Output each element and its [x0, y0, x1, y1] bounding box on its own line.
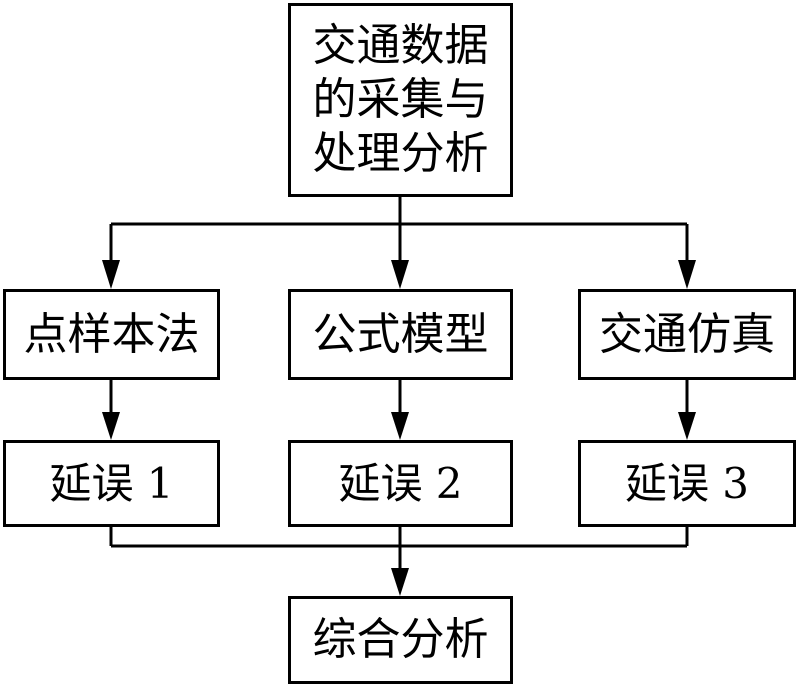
formula-model-box: 公式模型	[288, 289, 513, 380]
point-sample-method-label: 点样本法	[23, 308, 200, 360]
arrowhead-middle-delay	[391, 412, 409, 440]
arrowhead-right-delay	[678, 412, 696, 440]
delay-1-box: 延误 1	[3, 440, 220, 527]
data-collection-label: 交通数据 的采集与 处理分析	[312, 20, 489, 179]
delay-2-box: 延误 2	[288, 440, 513, 527]
traffic-simulation-label: 交通仿真	[599, 308, 775, 360]
point-sample-method-box: 点样本法	[3, 289, 220, 380]
arrowhead-right	[678, 260, 696, 289]
delay-3-box: 延误 3	[578, 440, 796, 527]
arrowhead-left	[102, 260, 120, 289]
arrowhead-middle	[391, 260, 409, 289]
traffic-simulation-box: 交通仿真	[578, 289, 796, 380]
arrowhead-left-delay	[102, 412, 120, 440]
arrowhead-bottom	[391, 568, 409, 596]
formula-model-label: 公式模型	[312, 308, 489, 360]
delay-3-label: 延误 3	[624, 458, 750, 508]
comprehensive-analysis-label: 综合分析	[312, 614, 489, 666]
delay-1-label: 延误 1	[49, 458, 174, 508]
comprehensive-analysis-box: 综合分析	[288, 596, 513, 684]
data-collection-box: 交通数据 的采集与 处理分析	[288, 3, 513, 197]
delay-2-label: 延误 2	[338, 458, 463, 508]
